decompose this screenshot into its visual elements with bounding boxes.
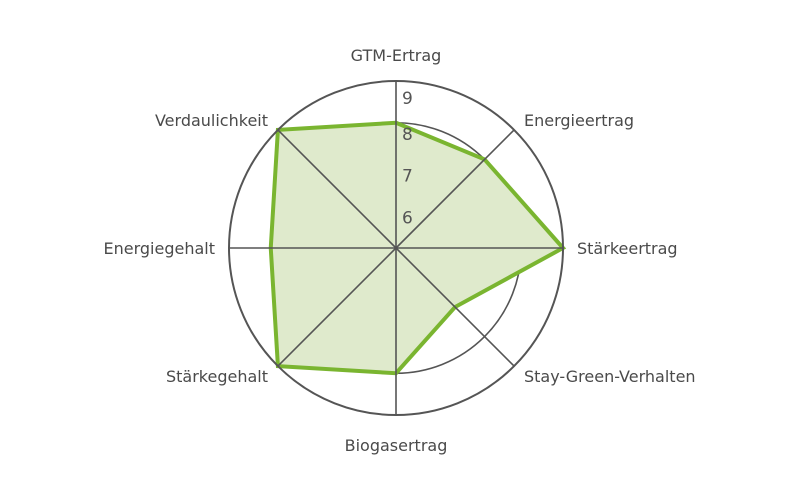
- grid-ring-9: [228, 80, 564, 416]
- axis-labels: GTM-ErtragEnergieertragStärkeertragStay-…: [104, 46, 696, 455]
- axis-label-5: Biogasertrag: [345, 436, 448, 455]
- axis-label-8: Verdaulichkeit: [155, 111, 268, 130]
- tick-labels: 6 7 8 9: [402, 89, 413, 228]
- spoke-6: [277, 247, 397, 367]
- tick-label-7: 7: [402, 167, 413, 187]
- tick-label-8: 8: [402, 125, 413, 145]
- axis-label-3: Stärkeertrag: [577, 239, 678, 258]
- grid-spokes: [229, 81, 563, 415]
- tick-label-9: 9: [402, 89, 413, 109]
- axis-label-7: Energiegehalt: [104, 239, 216, 258]
- axis-label-1: GTM-Ertrag: [351, 46, 442, 65]
- outer-ring-layer: [228, 80, 564, 416]
- spoke-4: [395, 247, 515, 367]
- axis-label-6: Stärkegehalt: [166, 367, 268, 386]
- spoke-8: [277, 129, 397, 249]
- spoke-2: [395, 129, 515, 249]
- axis-label-2: Energieertrag: [524, 111, 634, 130]
- axis-label-4: Stay-Green-Verhalten: [524, 367, 696, 386]
- tick-label-6: 6: [402, 208, 413, 228]
